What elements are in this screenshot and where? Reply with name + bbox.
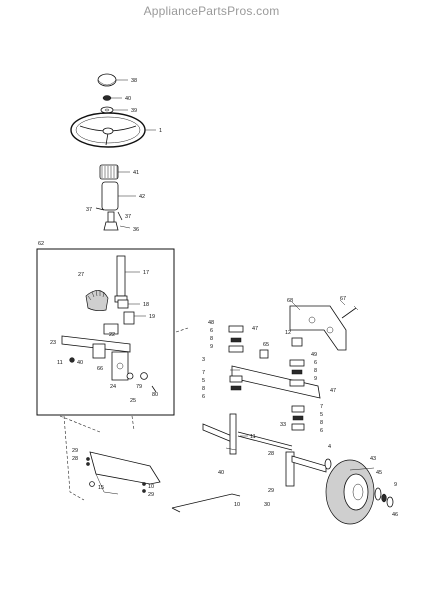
callout-12: 12: [285, 330, 291, 336]
callout-28-bracket: 28: [72, 456, 78, 462]
front-wheel[interactable]: [325, 459, 375, 525]
callout-29-lower: 29: [148, 492, 154, 498]
callout-33: 33: [280, 422, 286, 428]
steering-wheel-cap[interactable]: [97, 73, 117, 87]
sector-gear[interactable]: [85, 289, 109, 312]
callout-45: 45: [376, 470, 382, 476]
lower-steering-shaft[interactable]: [114, 255, 128, 303]
spindle-left[interactable]: [202, 413, 237, 455]
callout-41: 41: [133, 170, 139, 176]
callout-40: 40: [125, 96, 131, 102]
callout-36: 36: [133, 227, 139, 233]
callout-5-right: 5: [320, 412, 323, 418]
steering-shaft-sleeve[interactable]: [101, 181, 119, 211]
callout-42: 42: [139, 194, 145, 200]
callout-65: 65: [263, 342, 269, 348]
drag-link-10[interactable]: [171, 493, 241, 513]
callout-79: 79: [136, 384, 142, 390]
front-axle[interactable]: [230, 365, 321, 399]
bolts-37[interactable]: [95, 207, 123, 221]
callout-5-left: 5: [202, 378, 205, 384]
mount-plate-25[interactable]: [111, 351, 129, 381]
bracket-22[interactable]: [103, 323, 119, 335]
callout-7-left: 7: [202, 370, 205, 376]
callout-6-right-low: 6: [320, 428, 323, 434]
callout-22: 22: [109, 332, 115, 338]
callout-10-lower: 10: [148, 484, 154, 490]
callout-29-bracket: 29: [72, 448, 78, 454]
callout-6-left: 6: [210, 328, 213, 334]
assembly-box-62: [36, 248, 175, 416]
callout-7-right: 7: [320, 404, 323, 410]
callout-8-left: 8: [210, 336, 213, 342]
steering-wheel[interactable]: [70, 112, 146, 148]
callout-37-left: 37: [86, 207, 92, 213]
callout-labels: 38 40 39 1 41 42 37 37 36 62 17 27 18 19…: [38, 78, 398, 518]
callout-47-right: 47: [330, 388, 336, 394]
callout-17: 17: [143, 270, 149, 276]
callout-18: 18: [143, 302, 149, 308]
bolt-67[interactable]: [341, 305, 359, 319]
callout-29: 29: [268, 488, 274, 494]
callout-19: 19: [149, 314, 155, 320]
callout-68: 68: [287, 298, 293, 304]
callout-11: 11: [57, 360, 63, 366]
lower-bracket-hardware[interactable]: [86, 457, 146, 493]
bushing-18-19[interactable]: [117, 299, 135, 325]
callout-37-right: 37: [125, 214, 131, 220]
callout-40-box: 40: [77, 360, 83, 366]
callout-10: 10: [234, 502, 240, 508]
spindle-right[interactable]: [285, 451, 327, 487]
hub-washers[interactable]: [324, 458, 394, 508]
leader-lines: [111, 79, 375, 471]
callout-25: 25: [130, 398, 136, 404]
steering-bracket-lower[interactable]: [89, 451, 161, 495]
callout-6-left-low: 6: [202, 394, 205, 400]
steering-gear-top[interactable]: [99, 164, 119, 180]
callout-46: 46: [392, 512, 398, 518]
shaft-coupler[interactable]: [103, 211, 119, 231]
washer-top[interactable]: [100, 106, 114, 114]
callout-62: 62: [38, 241, 44, 247]
callout-67: 67: [340, 296, 346, 302]
callout-30: 30: [264, 502, 270, 508]
callout-28: 28: [268, 451, 274, 457]
pivot-bushings-right[interactable]: [289, 359, 305, 431]
pivot-bushings-left[interactable]: [228, 325, 244, 391]
nut-top[interactable]: [102, 95, 112, 101]
callout-43: 43: [370, 456, 376, 462]
small-parts-65-12[interactable]: [259, 337, 303, 359]
callout-8-left-low: 8: [202, 386, 205, 392]
callout-6-right: 6: [314, 360, 317, 366]
callout-8-right-low: 8: [320, 420, 323, 426]
callout-38: 38: [131, 78, 137, 84]
callout-49: 49: [311, 352, 317, 358]
pivot-shaft-23[interactable]: [61, 335, 131, 359]
callout-3: 3: [202, 357, 205, 363]
callout-1: 1: [159, 128, 162, 134]
callout-8-right: 8: [314, 368, 317, 374]
callout-40-axle: 40: [218, 470, 224, 476]
callout-80: 80: [152, 392, 158, 398]
callout-27: 27: [78, 272, 84, 278]
callout-24: 24: [110, 384, 116, 390]
callout-39: 39: [131, 108, 137, 114]
callout-9-right: 9: [314, 376, 317, 382]
tie-rod-33[interactable]: [237, 431, 293, 451]
site-watermark: AppliancePartsPros.com: [143, 4, 280, 18]
callout-23: 23: [50, 340, 56, 346]
callout-9-left: 9: [210, 344, 213, 350]
callout-15: 15: [98, 485, 104, 491]
axle-bracket-68[interactable]: [289, 305, 347, 351]
callout-11-axle: 11: [250, 434, 256, 440]
callout-47-top: 47: [252, 326, 258, 332]
callout-48: 48: [208, 320, 214, 326]
callout-4: 4: [328, 444, 331, 450]
small-hardware-62[interactable]: [69, 357, 157, 393]
callout-9-wheel: 9: [394, 482, 397, 488]
callout-66: 66: [97, 366, 103, 372]
